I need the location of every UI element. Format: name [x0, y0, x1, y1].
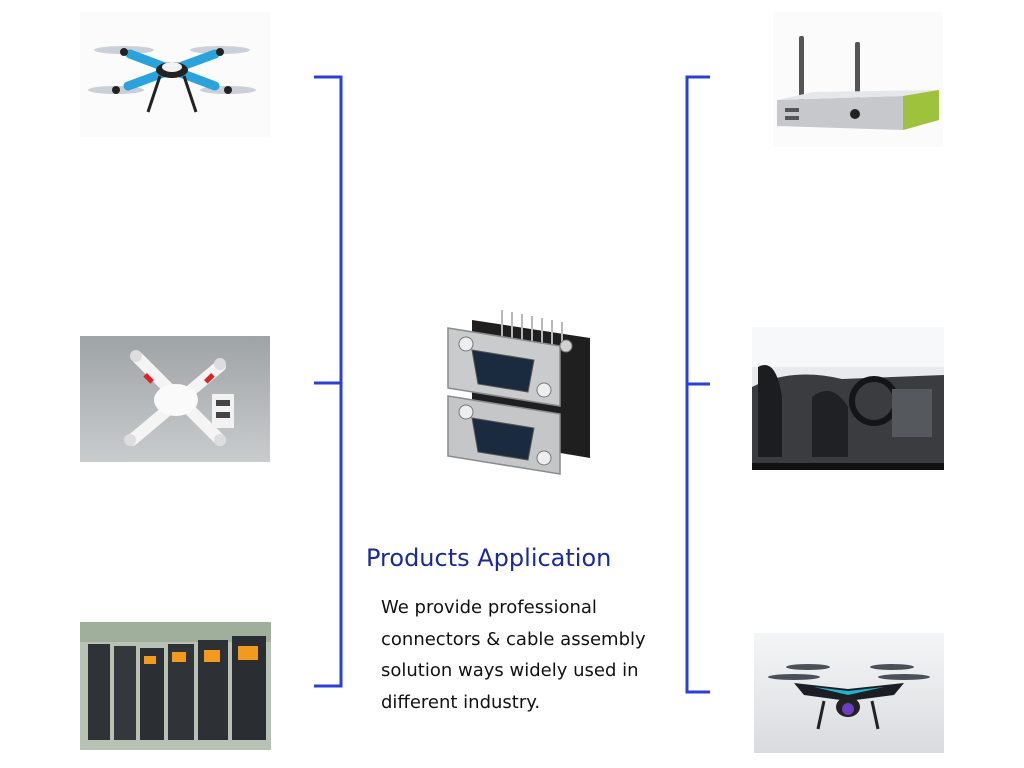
- tv-box-router-icon: [773, 12, 943, 147]
- camera-drone-icon: [754, 633, 944, 753]
- description-text: We provide professional connectors & cab…: [381, 592, 671, 718]
- description-line: solution ways widely used in: [381, 660, 639, 681]
- right-bracket-line: [685, 75, 710, 694]
- white-drone-photo: [80, 336, 270, 462]
- blue-drone-photo: [80, 12, 270, 137]
- industrial-panel-photo: [80, 622, 271, 750]
- description-line: different industry.: [381, 691, 541, 713]
- blue-quadcopter-drone-icon: [80, 12, 270, 137]
- tv-box-photo: [773, 12, 943, 147]
- car-interior-photo: [752, 327, 944, 470]
- white-phantom-drone-icon: [80, 336, 270, 462]
- dual-d-sub-vga-connector-icon: [352, 288, 672, 528]
- industrial-inverter-panel-icon: [80, 622, 271, 750]
- camera-drone-photo: [754, 633, 944, 753]
- left-bracket-line: [314, 75, 343, 688]
- products-application-heading: Products Application: [366, 544, 612, 572]
- car-interior-icon: [752, 327, 944, 470]
- connector-photo: [352, 288, 672, 528]
- description-line: We provide professional: [381, 597, 597, 618]
- description-line: connectors & cable assembly: [381, 628, 646, 650]
